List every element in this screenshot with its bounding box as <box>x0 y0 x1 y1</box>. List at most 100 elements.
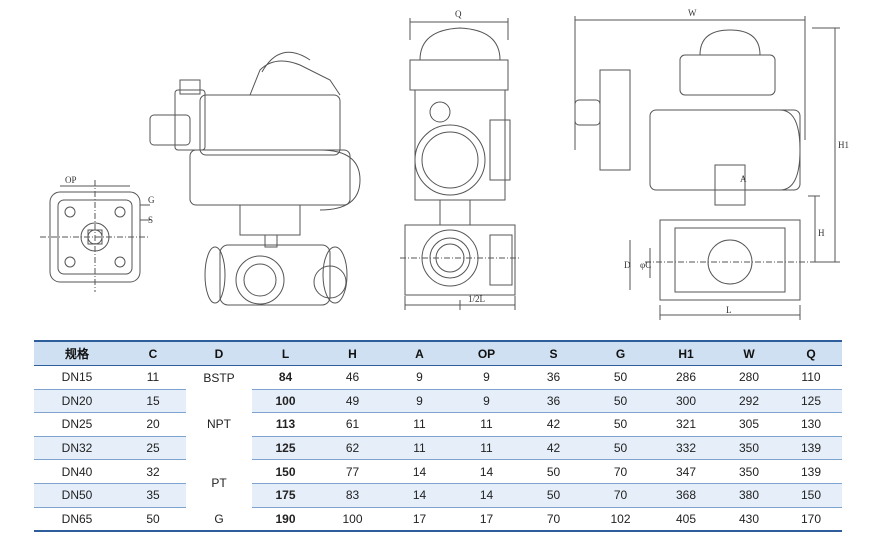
cell-c: 32 <box>120 459 186 484</box>
cell-g: 50 <box>587 412 654 437</box>
cell-op: 14 <box>453 483 520 508</box>
cell-a: 17 <box>386 507 453 533</box>
cell-g: 70 <box>587 459 654 484</box>
label-half-l: 1/2L <box>468 294 485 304</box>
cell-g: 70 <box>587 483 654 508</box>
cell-op: 17 <box>453 507 520 533</box>
label-g: G <box>148 195 155 205</box>
cell-a: 9 <box>386 389 453 414</box>
cell-spec: DN50 <box>34 483 120 508</box>
cell-spec: DN65 <box>34 507 120 533</box>
cell-h: 49 <box>319 389 386 414</box>
cell-q: 125 <box>780 389 842 414</box>
cell-d-group: G <box>186 507 252 533</box>
cell-h1: 405 <box>654 507 718 533</box>
cell-spec: DN20 <box>34 389 120 414</box>
cell-w: 280 <box>718 365 780 390</box>
header-a: A <box>386 340 453 366</box>
cell-w: 380 <box>718 483 780 508</box>
cell-d-group: NPT <box>186 389 252 460</box>
cell-l: 190 <box>252 507 319 533</box>
header-h1: H1 <box>654 340 718 366</box>
cell-l: 113 <box>252 412 319 437</box>
cell-op: 11 <box>453 412 520 437</box>
table-row: DN20 15 NPT 100 49 9 9 36 50 300 292 125 <box>34 389 842 460</box>
cell-a: 11 <box>386 412 453 437</box>
cell-q: 170 <box>780 507 842 533</box>
label-c: φC <box>640 260 651 270</box>
cell-g: 50 <box>587 365 654 390</box>
cell-a: 14 <box>386 483 453 508</box>
cell-q: 150 <box>780 483 842 508</box>
cell-l: 84 <box>252 365 319 390</box>
cell-g: 50 <box>587 389 654 414</box>
cell-h1: 368 <box>654 483 718 508</box>
table-row: DN32 25 125 62 11 11 42 50 332 350 139 <box>34 436 842 461</box>
cell-l: 150 <box>252 459 319 484</box>
cell-h1: 286 <box>654 365 718 390</box>
cell-q: 139 <box>780 459 842 484</box>
header-c: C <box>120 340 186 366</box>
cell-l: 125 <box>252 436 319 461</box>
cell-a: 14 <box>386 459 453 484</box>
header-d: D <box>186 340 252 366</box>
cell-l: 100 <box>252 389 319 414</box>
cell-s: 50 <box>520 483 587 508</box>
valve-side-section-view <box>574 16 840 320</box>
label-h: H <box>818 228 825 238</box>
table-row: DN40 32 PT 150 77 14 14 50 70 347 350 13… <box>34 459 842 508</box>
cell-a: 11 <box>386 436 453 461</box>
label-w: W <box>688 8 697 18</box>
cell-op: 9 <box>453 365 520 390</box>
table-row: DN25 20 113 61 11 11 42 50 321 305 130 <box>34 412 842 437</box>
table-row: DN65 50 G 190 100 17 17 70 102 405 430 1… <box>34 507 842 533</box>
label-h1: H1 <box>838 140 849 150</box>
cell-s: 50 <box>520 459 587 484</box>
cell-d-group: PT <box>186 459 252 508</box>
table-row: DN50 35 175 83 14 14 50 70 368 380 150 <box>34 483 842 508</box>
cell-c: 50 <box>120 507 186 533</box>
header-l: L <box>252 340 319 366</box>
cell-g: 102 <box>587 507 654 533</box>
cell-c: 20 <box>120 412 186 437</box>
cell-c: 25 <box>120 436 186 461</box>
label-s: S <box>148 215 153 225</box>
header-w: W <box>718 340 780 366</box>
cell-w: 350 <box>718 459 780 484</box>
cell-c: 35 <box>120 483 186 508</box>
table-row: DN15 11 BSTP 84 46 9 9 36 50 286 280 110 <box>34 365 842 390</box>
cell-q: 130 <box>780 412 842 437</box>
cell-spec: DN25 <box>34 412 120 437</box>
cell-s: 70 <box>520 507 587 533</box>
flange-top-view <box>40 180 150 292</box>
cell-h: 77 <box>319 459 386 484</box>
cell-h1: 300 <box>654 389 718 414</box>
cell-g: 50 <box>587 436 654 461</box>
cell-op: 14 <box>453 459 520 484</box>
cell-l: 175 <box>252 483 319 508</box>
cell-h: 83 <box>319 483 386 508</box>
cell-w: 305 <box>718 412 780 437</box>
cell-h: 100 <box>319 507 386 533</box>
cell-h1: 347 <box>654 459 718 484</box>
cell-h1: 332 <box>654 436 718 461</box>
cell-c: 11 <box>120 365 186 390</box>
cell-q: 110 <box>780 365 842 390</box>
cell-w: 430 <box>718 507 780 533</box>
cell-spec: DN32 <box>34 436 120 461</box>
cell-w: 350 <box>718 436 780 461</box>
cell-w: 292 <box>718 389 780 414</box>
label-q: Q <box>455 9 462 19</box>
cell-spec: DN40 <box>34 459 120 484</box>
header-h: H <box>319 340 386 366</box>
label-a: A <box>740 174 747 184</box>
cell-h1: 321 <box>654 412 718 437</box>
table-header-row: 规格 C D L H A OP S G H1 W Q <box>34 340 842 366</box>
label-l: L <box>726 305 732 315</box>
technical-drawings: OP G S Q 1/2L W H1 H A D φC L <box>40 8 849 320</box>
cell-a: 9 <box>386 365 453 390</box>
cell-d-group: BSTP <box>186 365 252 390</box>
cell-h: 46 <box>319 365 386 390</box>
cell-s: 42 <box>520 412 587 437</box>
header-q: Q <box>780 340 842 366</box>
